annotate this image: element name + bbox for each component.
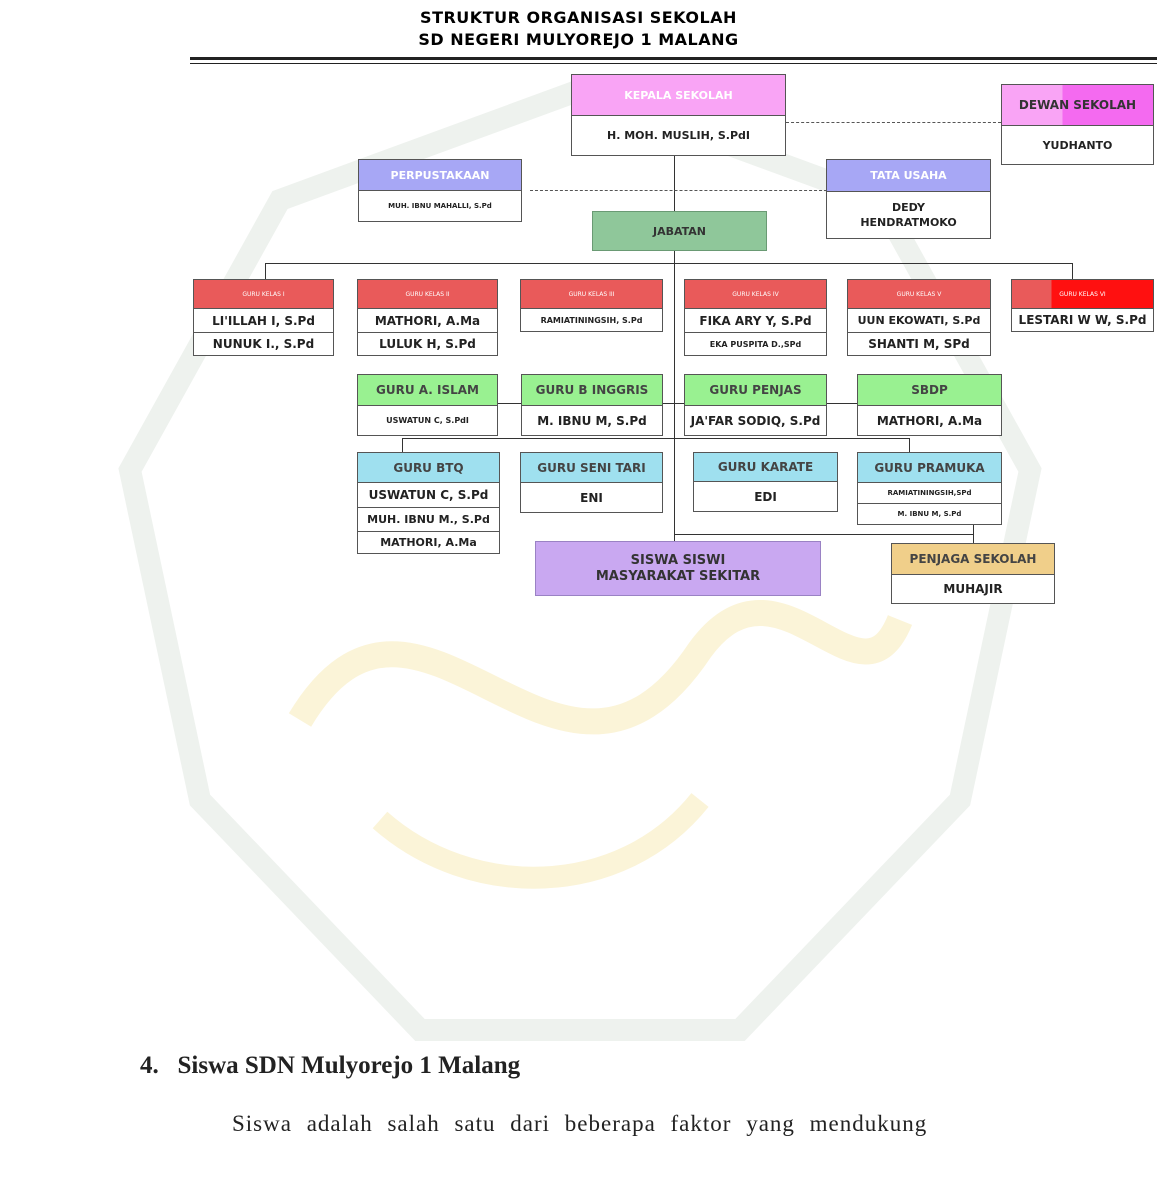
box-name: YUDHANTO xyxy=(1002,125,1153,164)
box-name: NUNUK I., S.Pd xyxy=(194,332,333,355)
box-name: MATHORI, A.Ma xyxy=(358,308,497,332)
section-heading: 4. Siswa SDN Mulyorejo 1 Malang xyxy=(140,1052,521,1079)
connector xyxy=(402,438,910,439)
guru-pramuka-box: GURU PRAMUKA RAMIATININGSIH,SPd M. IBNU … xyxy=(857,452,1002,525)
box-name: FIKA ARY Y, S.Pd xyxy=(685,308,826,332)
guru-seni-tari-box: GURU SENI TARI ENI xyxy=(520,452,663,513)
guru-btq-box: GURU BTQ USWATUN C, S.Pd MUH. IBNU M., S… xyxy=(357,452,500,554)
box-name: MUH. IBNU MAHALLI, S.Pd xyxy=(359,190,521,221)
tata-usaha-box: TATA USAHA DEDY HENDRATMOKO xyxy=(826,159,991,239)
box-title: GURU A. ISLAM xyxy=(358,375,497,405)
guru-kelas-4-box: GURU KELAS IV FIKA ARY Y, S.Pd EKA PUSPI… xyxy=(684,279,827,356)
box-name: DEDY HENDRATMOKO xyxy=(827,191,990,238)
box-title: GURU B INGGRIS xyxy=(522,375,662,405)
guru-bahasa-inggris-box: GURU B INGGRIS M. IBNU M, S.Pd xyxy=(521,374,663,436)
connector xyxy=(973,524,974,546)
connector xyxy=(674,251,675,541)
box-title: GURU SENI TARI xyxy=(521,453,662,482)
guru-kelas-1-box: GURU KELAS I LI'ILLAH I, S.Pd NUNUK I., … xyxy=(193,279,334,356)
box-name: UUN EKOWATI, S.Pd xyxy=(848,308,990,332)
penjaga-sekolah-box: PENJAGA SEKOLAH MUHAJIR xyxy=(891,543,1055,604)
guru-kelas-3-box: GURU KELAS III RAMIATININGSIH, S.Pd xyxy=(520,279,663,332)
chart-title-line2: SD NEGERI MULYOREJO 1 MALANG xyxy=(418,30,739,49)
title-rule-thick xyxy=(190,57,1157,60)
box-name: MATHORI, A.Ma xyxy=(358,531,499,553)
box-title: GURU KELAS III xyxy=(521,280,662,308)
dewan-sekolah-box: DEWAN SEKOLAH YUDHANTO xyxy=(1001,84,1154,165)
guru-agama-islam-box: GURU A. ISLAM USWATUN C, S.PdI xyxy=(357,374,498,436)
box-name: H. MOH. MUSLIH, S.PdI xyxy=(572,115,785,155)
box-title: GURU KARATE xyxy=(694,453,837,481)
box-title: GURU KELAS I xyxy=(194,280,333,308)
box-name: USWATUN C, S.PdI xyxy=(358,405,497,435)
box-title: MASYARAKAT SEKITAR xyxy=(595,568,761,584)
dashed-connector xyxy=(786,122,1001,123)
box-name: EDI xyxy=(694,481,837,511)
box-title: KEPALA SEKOLAH xyxy=(572,75,785,115)
box-title: GURU PENJAS xyxy=(685,375,826,405)
connector xyxy=(674,534,974,535)
name-line: DEDY xyxy=(892,201,925,214)
box-title: PENJAGA SEKOLAH xyxy=(892,544,1054,574)
box-title: GURU KELAS V xyxy=(848,280,990,308)
box-title: DEWAN SEKOLAH xyxy=(1002,85,1153,125)
box-name: LULUK H, S.Pd xyxy=(358,332,497,355)
dashed-connector xyxy=(530,190,827,191)
connector xyxy=(357,403,1002,404)
box-name: M. IBNU M, S.Pd xyxy=(858,503,1001,524)
connector xyxy=(909,438,910,453)
box-name: LESTARI W W, S.Pd xyxy=(1012,308,1153,331)
connector xyxy=(265,263,266,279)
box-name: USWATUN C, S.Pd xyxy=(358,482,499,507)
box-name: MUH. IBNU M., S.Pd xyxy=(358,507,499,531)
guru-karate-box: GURU KARATE EDI xyxy=(693,452,838,512)
box-title: GURU BTQ xyxy=(358,453,499,482)
box-name: MATHORI, A.Ma xyxy=(858,405,1001,435)
guru-kelas-5-box: GURU KELAS V UUN EKOWATI, S.Pd SHANTI M,… xyxy=(847,279,991,356)
box-name: MUHAJIR xyxy=(892,574,1054,603)
box-name: M. IBNU M, S.Pd xyxy=(522,405,662,435)
box-name: LI'ILLAH I, S.Pd xyxy=(194,308,333,332)
box-title: GURU KELAS IV xyxy=(685,280,826,308)
siswa-masyarakat-box: SISWA SISWI MASYARAKAT SEKITAR xyxy=(535,541,821,596)
name-line: HENDRATMOKO xyxy=(860,216,957,229)
box-title: PERPUSTAKAAN xyxy=(359,160,521,190)
box-title: GURU PRAMUKA xyxy=(858,453,1001,482)
connector xyxy=(674,155,675,212)
guru-sbdp-box: SBDP MATHORI, A.Ma xyxy=(857,374,1002,436)
box-name: ENI xyxy=(521,482,662,512)
title-rule-thin xyxy=(190,63,1157,64)
box-name: SHANTI M, SPd xyxy=(848,332,990,355)
box-title: SISWA SISWI xyxy=(630,552,726,568)
section-paragraph: Siswa adalah salah satu dari beberapa fa… xyxy=(232,1111,928,1136)
chart-title-line1: STRUKTUR ORGANISASI SEKOLAH xyxy=(420,8,737,27)
box-name: RAMIATININGSIH, S.Pd xyxy=(521,308,662,331)
box-title: GURU KELAS II xyxy=(358,280,497,308)
guru-kelas-6-box: GURU KELAS VI LESTARI W W, S.Pd xyxy=(1011,279,1154,332)
box-title: TATA USAHA xyxy=(827,160,990,191)
guru-kelas-2-box: GURU KELAS II MATHORI, A.Ma LULUK H, S.P… xyxy=(357,279,498,356)
connector xyxy=(402,438,403,453)
guru-penjas-box: GURU PENJAS JA'FAR SODIQ, S.Pd xyxy=(684,374,827,436)
box-name: RAMIATININGSIH,SPd xyxy=(858,482,1001,503)
box-title: SBDP xyxy=(858,375,1001,405)
perpustakaan-box: PERPUSTAKAAN MUH. IBNU MAHALLI, S.Pd xyxy=(358,159,522,222)
connector xyxy=(265,263,1073,264)
jabatan-box: JABATAN xyxy=(592,211,767,251)
kepala-sekolah-box: KEPALA SEKOLAH H. MOH. MUSLIH, S.PdI xyxy=(571,74,786,156)
connector xyxy=(1072,263,1073,279)
box-title: GURU KELAS VI xyxy=(1012,280,1153,308)
box-name: EKA PUSPITA D.,SPd xyxy=(685,332,826,355)
box-name: JA'FAR SODIQ, S.Pd xyxy=(685,405,826,435)
